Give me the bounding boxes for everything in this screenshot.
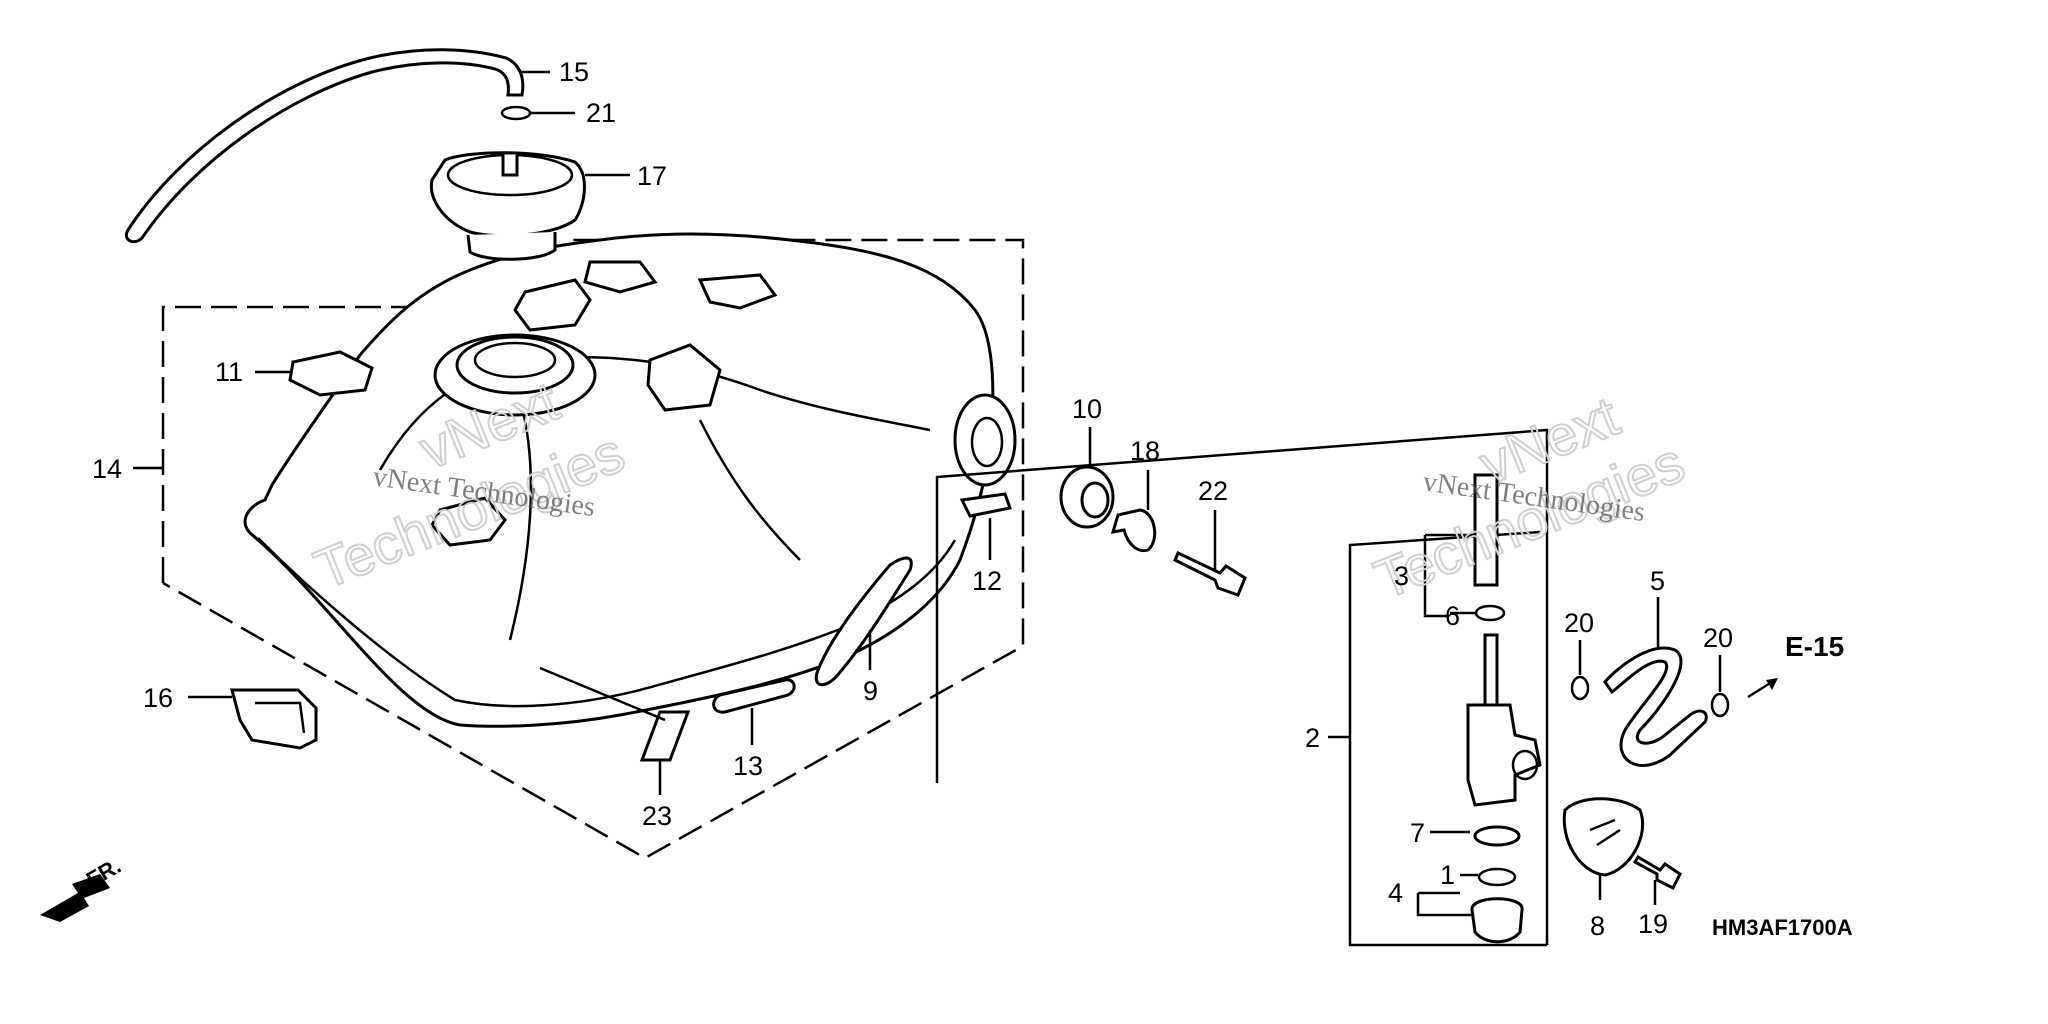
ref-arrow-head xyxy=(1766,678,1778,690)
tank-pad-d xyxy=(697,273,778,310)
part-label-3: 3 xyxy=(1394,561,1409,591)
filler-neck-inner xyxy=(455,335,575,395)
oring-6[interactable] xyxy=(1474,604,1506,622)
collar-18[interactable] xyxy=(1110,508,1157,553)
leader-4a xyxy=(1416,893,1472,917)
part-label-9: 9 xyxy=(863,676,878,706)
part-label-5: 5 xyxy=(1650,566,1665,596)
part-label-7: 7 xyxy=(1410,818,1425,848)
cap-group xyxy=(125,48,630,261)
part-label-15: 15 xyxy=(559,57,589,87)
tank-pad-b xyxy=(583,260,658,294)
packing-7[interactable] xyxy=(1473,825,1521,847)
part-label-14: 14 xyxy=(92,454,122,484)
oring-1[interactable] xyxy=(1477,867,1517,887)
fuel-valve[interactable] xyxy=(1466,703,1542,807)
lever-8[interactable] xyxy=(1562,797,1645,877)
tank-side-contour xyxy=(508,399,801,641)
part-label-16: 16 xyxy=(143,683,173,713)
bolt-22[interactable] xyxy=(1173,550,1247,597)
valve-lever-boss xyxy=(1511,749,1539,781)
clip-21[interactable] xyxy=(500,105,532,121)
fuel-tank[interactable] xyxy=(243,232,995,728)
valve-box-lower xyxy=(1348,530,1547,947)
part-label-21: 21 xyxy=(586,98,616,128)
cup-4[interactable] xyxy=(1470,897,1524,944)
bracket-16[interactable] xyxy=(230,688,318,750)
fuel-tank-group xyxy=(133,232,1025,860)
pad-11[interactable] xyxy=(288,350,374,397)
valve-inlet-pipe xyxy=(1483,633,1499,712)
clip-20-left[interactable] xyxy=(1570,675,1590,701)
part-label-11: 11 xyxy=(215,357,243,387)
part-label-18: 18 xyxy=(1130,436,1160,466)
part-label-4: 4 xyxy=(1388,878,1403,908)
filler-neck-opening xyxy=(473,341,557,379)
part-label-10: 10 xyxy=(1072,394,1102,424)
reference-e15: E-15 xyxy=(1785,631,1844,662)
bracket-16-inner xyxy=(255,701,306,734)
part-labels: 15 21 17 11 14 16 23 13 9 12 10 18 22 3 … xyxy=(92,57,1853,941)
part-label-12: 12 xyxy=(972,566,1002,596)
strainer-3[interactable] xyxy=(1473,473,1499,587)
mount-hardware-group xyxy=(1059,427,1247,597)
breather-tube-15[interactable] xyxy=(125,48,525,244)
strip-13[interactable] xyxy=(712,678,796,714)
label-23[interactable] xyxy=(639,710,691,762)
fuel-valve-group xyxy=(935,428,1549,947)
fuel-tube-5[interactable] xyxy=(1603,646,1708,767)
cushion-12[interactable] xyxy=(959,492,1012,518)
rubber-mount-10-hole xyxy=(1080,481,1110,519)
fuel-cap-vent xyxy=(501,151,519,177)
part-label-20-left: 20 xyxy=(1564,608,1594,638)
part-label-19: 19 xyxy=(1638,909,1668,939)
tank-pad-a xyxy=(513,278,592,332)
drawing-code: HM3AF1700A xyxy=(1712,915,1853,940)
part-label-20-right: 20 xyxy=(1703,623,1733,653)
part-label-17: 17 xyxy=(637,161,667,191)
strip-9[interactable] xyxy=(814,556,913,687)
part-label-13: 13 xyxy=(733,751,763,781)
lever-8-grip xyxy=(1589,818,1621,847)
tank-rear-boss-hole xyxy=(970,416,1004,468)
part-label-23: 23 xyxy=(642,801,672,831)
part-label-2: 2 xyxy=(1305,723,1320,753)
part-label-6: 6 xyxy=(1445,601,1460,631)
tank-pad-e xyxy=(430,496,507,547)
part-label-8: 8 xyxy=(1590,911,1605,941)
front-direction: FR. xyxy=(40,853,125,922)
leader-23-link xyxy=(539,666,666,722)
screw-19[interactable] xyxy=(1632,854,1682,891)
fuel-line-group xyxy=(1562,597,1778,905)
part-label-1: 1 xyxy=(1440,860,1455,890)
part-label-22: 22 xyxy=(1198,476,1228,506)
valve-box-upper xyxy=(935,428,1549,945)
leader-3b xyxy=(1423,535,1447,618)
clip-20-right[interactable] xyxy=(1710,692,1730,718)
tank-rear-boss xyxy=(953,393,1017,487)
fuel-cap-neck xyxy=(466,232,557,261)
front-arrow-icon xyxy=(40,874,110,922)
tank-pad-c xyxy=(646,343,722,412)
